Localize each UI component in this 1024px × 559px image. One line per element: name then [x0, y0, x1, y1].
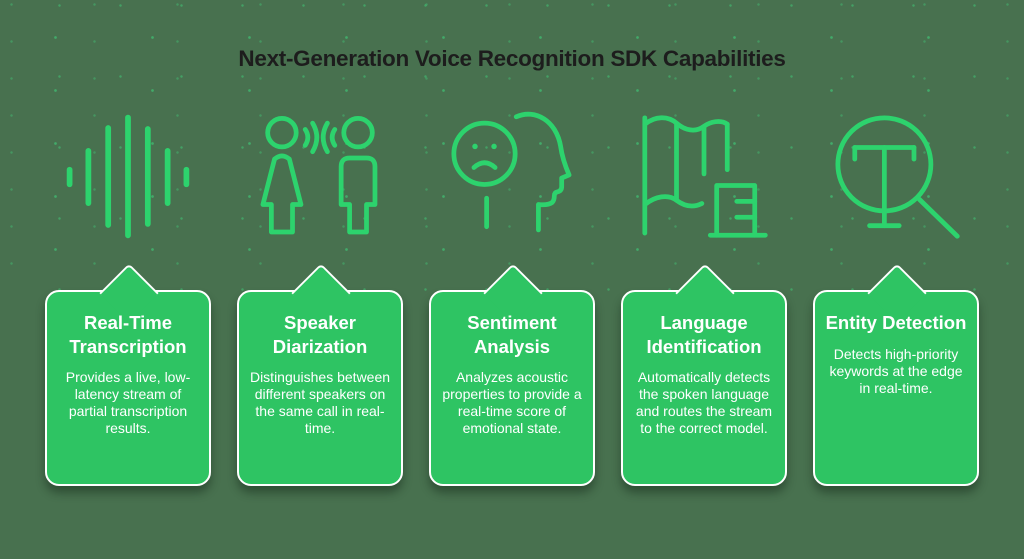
sad-face-head-icon: [451, 111, 572, 233]
card-title: Sentiment Analysis: [467, 312, 557, 357]
icon-area: [429, 74, 595, 260]
flag-marker-icon: [642, 115, 768, 238]
icon-area: [45, 74, 211, 260]
capability-card: Entity Detection Detects high-priority k…: [813, 290, 979, 486]
capability-column-diarization: Speaker Diarization Distinguishes betwee…: [237, 74, 403, 486]
page-title: Next-Generation Voice Recognition SDK Ca…: [238, 46, 786, 71]
capability-column-language: Language Identification Automatically de…: [621, 74, 787, 486]
card-title: Real-Time Transcription: [69, 312, 187, 357]
capability-card: Language Identification Automatically de…: [621, 290, 787, 486]
card-description: Provides a live, low-latency stream of p…: [65, 369, 191, 436]
card-title: Entity Detection: [825, 312, 967, 333]
capability-card: Real-Time Transcription Provides a live,…: [45, 290, 211, 486]
waveform-icon: [66, 114, 190, 239]
card-description: Analyzes acoustic properties to provide …: [442, 369, 582, 436]
capability-column-transcription: Real-Time Transcription Provides a live,…: [45, 74, 211, 486]
card-title: Language Identification: [646, 312, 762, 357]
icon-area: [813, 74, 979, 260]
magnifier-text-icon: [835, 115, 960, 239]
capability-columns: Real-Time Transcription Provides a live,…: [0, 74, 1024, 486]
card-description: Automatically detects the spoken languag…: [635, 369, 773, 436]
capability-card: Speaker Diarization Distinguishes betwee…: [237, 290, 403, 486]
capability-column-sentiment: Sentiment Analysis Analyzes acoustic pro…: [429, 74, 595, 486]
capability-card: Sentiment Analysis Analyzes acoustic pro…: [429, 290, 595, 486]
card-description: Distinguishes between different speakers…: [249, 369, 391, 436]
card-title: Speaker Diarization: [272, 312, 368, 357]
speakers-conversation-icon: [260, 116, 378, 235]
icon-area: [237, 74, 403, 260]
card-description: Detects high-priority keywords at the ed…: [829, 345, 963, 396]
capability-column-entity: Entity Detection Detects high-priority k…: [813, 74, 979, 486]
icon-area: [621, 74, 787, 260]
